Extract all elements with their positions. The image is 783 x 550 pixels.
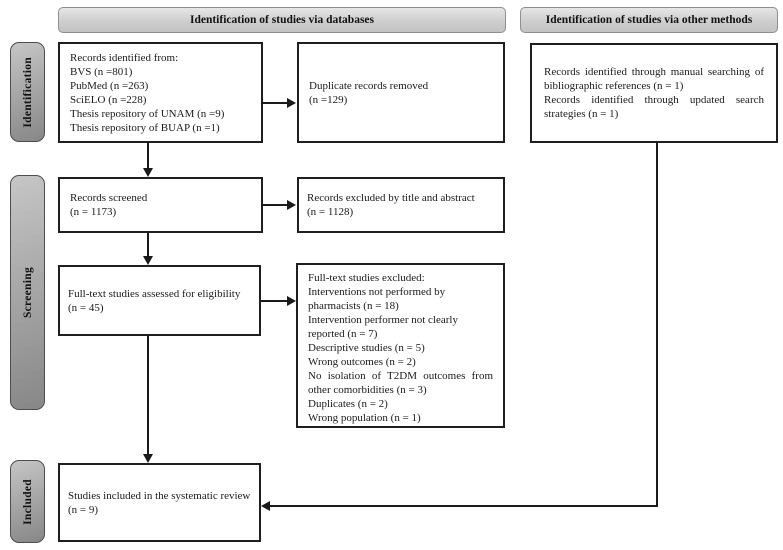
stage-label-included-text: Included [21,478,34,525]
full-text-assessed-count: (n = 45) [68,301,104,314]
header-identification-via-other-methods: Identification of studies via other meth… [520,7,778,33]
arrow-records-to-duplicates-line [261,102,288,104]
arrow-othermethods-to-included-vertical-line [656,143,658,507]
full-text-excluded-line: Full-text studies excluded: [308,272,425,284]
records-identified-line: Records identified from: [70,51,179,64]
arrow-screened-to-excluded-line [261,204,288,206]
records-identified-line: PubMed (n =263) [70,79,149,92]
arrow-othermethods-to-included-head [261,501,270,511]
records-screened-count: (n = 1173) [70,206,117,218]
stage-label-identification: Identification [10,42,45,142]
full-text-excluded-line: Intervention performer not clearly repor… [308,314,458,340]
studies-included-label: Studies included in the systematic revie… [68,489,251,502]
arrow-screened-to-fulltext-head [143,256,153,265]
header-identification-via-databases: Identification of studies via databases [58,7,506,33]
records-identified-line: BVS (n =801) [70,65,133,78]
arrow-othermethods-to-included-horizontal-line [270,505,658,507]
studies-included-count: (n = 9) [68,503,99,516]
records-identified-line: Thesis repository of BUAP (n =1) [70,121,220,134]
full-text-excluded-line: Wrong population (n = 1) [308,412,421,424]
box-records-excluded-title-abstract: Records excluded by title and abstract (… [297,177,505,233]
records-identified-line: Thesis repository of UNAM (n =9) [70,107,225,120]
other-methods-records-paragraph: Records identified through manual search… [544,66,764,92]
box-full-text-excluded: Full-text studies excluded: Intervention… [296,263,505,428]
arrow-fulltext-to-excluded-head [287,296,296,306]
stage-label-identification-text: Identification [21,56,34,128]
full-text-excluded-line: No isolation of T2DM outcomes from other… [308,370,493,396]
arrow-fulltext-to-included-line [147,336,149,455]
arrow-records-to-screened-head [143,168,153,177]
stage-label-screening-text: Screening [21,266,34,319]
full-text-excluded-line: Descriptive studies (n = 5) [308,342,425,354]
arrow-records-to-screened-line [147,143,149,170]
box-records-screened: Records screened (n = 1173) [58,177,263,233]
records-screened-label: Records screened [70,192,148,204]
box-records-identified: Records identified from: BVS (n =801) Pu… [58,42,263,143]
box-duplicate-records-removed: Duplicate records removed (n =129) [297,42,505,143]
box-other-methods-records: Records identified through manual search… [530,43,778,143]
full-text-excluded-line: Interventions not performed by pharmacis… [308,286,446,312]
arrow-records-to-duplicates-head [287,98,296,108]
duplicates-removed-label: Duplicate records removed [309,79,429,92]
arrow-fulltext-to-excluded-line [261,300,288,302]
box-full-text-assessed: Full-text studies assessed for eligibili… [58,265,261,336]
box-studies-included: Studies included in the systematic revie… [58,463,261,542]
arrow-screened-to-excluded-head [287,200,296,210]
duplicates-removed-count: (n =129) [309,93,348,106]
other-methods-records-paragraph: Records identified through updated searc… [544,94,764,120]
stage-label-included: Included [10,460,45,543]
records-excluded-count: (n = 1128) [307,206,354,218]
stage-label-screening: Screening [10,175,45,410]
arrow-fulltext-to-included-head [143,454,153,463]
full-text-excluded-line: Duplicates (n = 2) [308,398,388,410]
full-text-assessed-label: Full-text studies assessed for eligibili… [68,287,241,300]
records-identified-line: SciELO (n =228) [70,93,147,106]
full-text-excluded-line: Wrong outcomes (n = 2) [308,356,416,368]
arrow-screened-to-fulltext-line [147,233,149,258]
records-excluded-label: Records excluded by title and abstract [307,192,475,204]
